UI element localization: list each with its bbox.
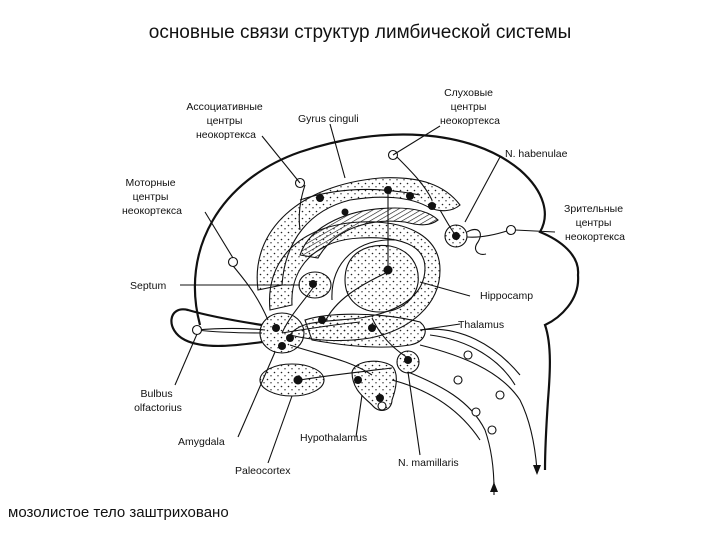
- page-title: основные связи структур лимбической сист…: [148, 22, 572, 43]
- olfactory-bulb: [170, 308, 263, 348]
- thalamus-band: [304, 313, 426, 348]
- pathway-1: [419, 344, 538, 471]
- hypothalamus-node: [351, 360, 397, 411]
- label-assoc: Ассоциативные центры неокортекса: [186, 101, 265, 141]
- label-amygdala: Amygdala: [178, 436, 225, 448]
- label-hypothalamus: Hypothalamus: [300, 432, 367, 444]
- label-visual: Зрительные центры неокортекса: [564, 203, 626, 243]
- paleocortex-node: [259, 363, 325, 397]
- label-bulbus: Bulbus olfactorius: [134, 388, 182, 414]
- leader-lines: [174, 123, 556, 464]
- label-gyrus-cinguli: Gyrus cinguli: [298, 113, 359, 125]
- label-thalamus: Thalamus: [458, 319, 504, 331]
- label-mamillaris: N. mamillaris: [398, 457, 459, 469]
- label-hippocamp: Hippocamp: [480, 290, 533, 302]
- olfactory-tract: [195, 329, 263, 334]
- hippocampus-core: [344, 244, 419, 313]
- neuron-dots: [272, 186, 460, 402]
- pathway-3: [391, 379, 481, 441]
- habenula-outline: [466, 229, 487, 255]
- pathway-5: [419, 328, 521, 376]
- pathway-2: [407, 371, 495, 491]
- arrow-down-icon: [533, 465, 541, 475]
- pathway-4: [429, 334, 516, 386]
- hemisphere-outline: [193, 133, 580, 471]
- caption: мозолистое тело заштриховано: [8, 504, 229, 521]
- hippocampus-arc: [331, 239, 396, 301]
- label-paleocortex: Paleocortex: [235, 465, 291, 477]
- label-motor: Моторные центры неокортекса: [122, 177, 182, 217]
- label-habenulae: N. habenulae: [505, 148, 568, 160]
- label-auditory: Слуховые центры неокортекса: [440, 87, 500, 127]
- label-septum: Septum: [130, 280, 166, 292]
